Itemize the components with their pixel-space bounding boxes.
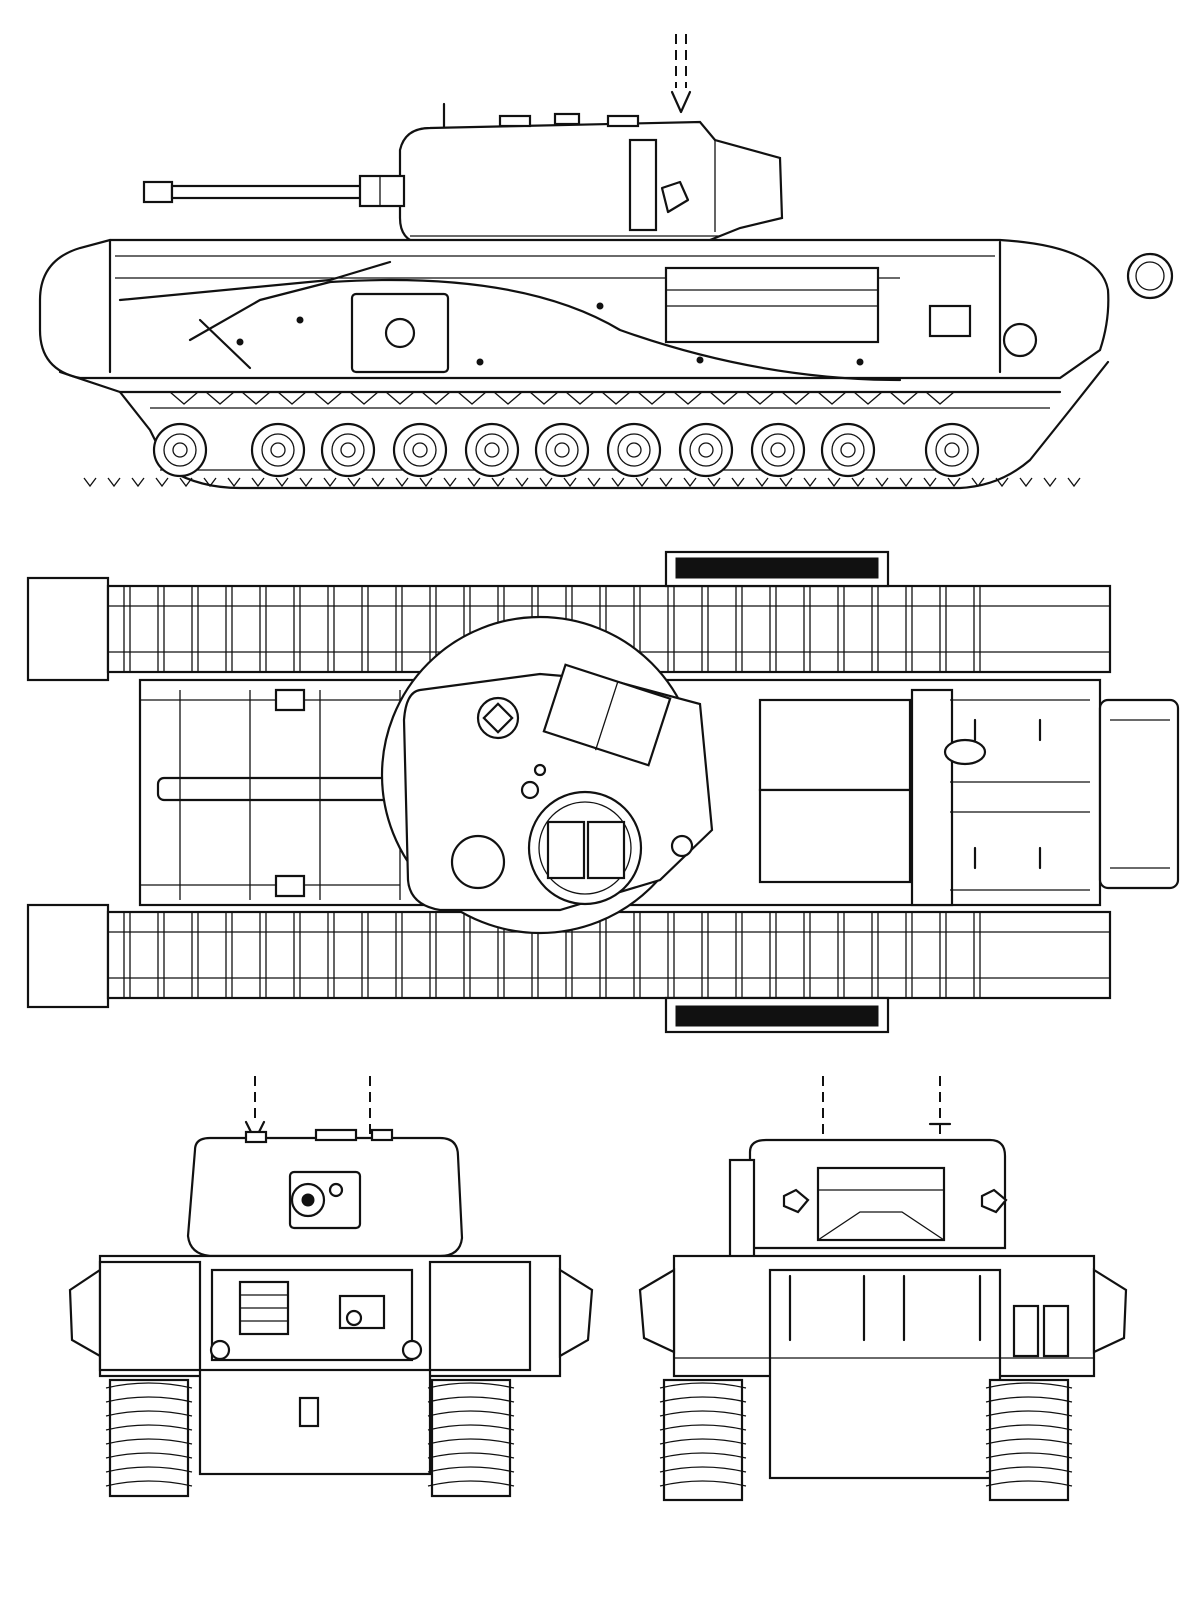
track-stack — [985, 1378, 1073, 1502]
side-turret — [398, 112, 784, 246]
road-wheel — [464, 422, 520, 478]
rear-track-stacks — [659, 1378, 1073, 1502]
road-wheel — [392, 422, 448, 478]
front-track-stacks — [105, 1378, 515, 1498]
side-main-gun — [142, 174, 406, 208]
road-wheel — [152, 422, 208, 478]
front-turret — [186, 1128, 464, 1258]
side-hull — [38, 238, 1174, 382]
track-stack — [659, 1378, 747, 1502]
road-wheel — [820, 422, 876, 478]
top-track-right — [26, 903, 1112, 1009]
top-stowage-bins — [664, 550, 890, 1034]
track-stack — [427, 1378, 515, 1498]
road-wheel — [750, 422, 806, 478]
track-stack — [105, 1378, 193, 1498]
road-wheel — [606, 422, 662, 478]
side-aerial-mast — [442, 34, 692, 130]
rear-view — [638, 1076, 1128, 1502]
top-view — [26, 550, 1180, 1034]
rear-turret — [728, 1138, 1008, 1292]
road-wheel — [320, 422, 376, 478]
front-view — [68, 1076, 594, 1498]
rear-hull — [638, 1254, 1128, 1480]
road-wheel — [250, 422, 306, 478]
rear-aerials — [822, 1076, 952, 1140]
side-road-wheels — [152, 422, 980, 478]
side-view — [38, 34, 1174, 490]
road-wheel — [534, 422, 590, 478]
top-hull-deck — [138, 678, 1180, 907]
road-wheel — [924, 422, 980, 478]
top-turret — [380, 615, 714, 935]
front-hull — [68, 1254, 594, 1476]
road-wheel — [678, 422, 734, 478]
